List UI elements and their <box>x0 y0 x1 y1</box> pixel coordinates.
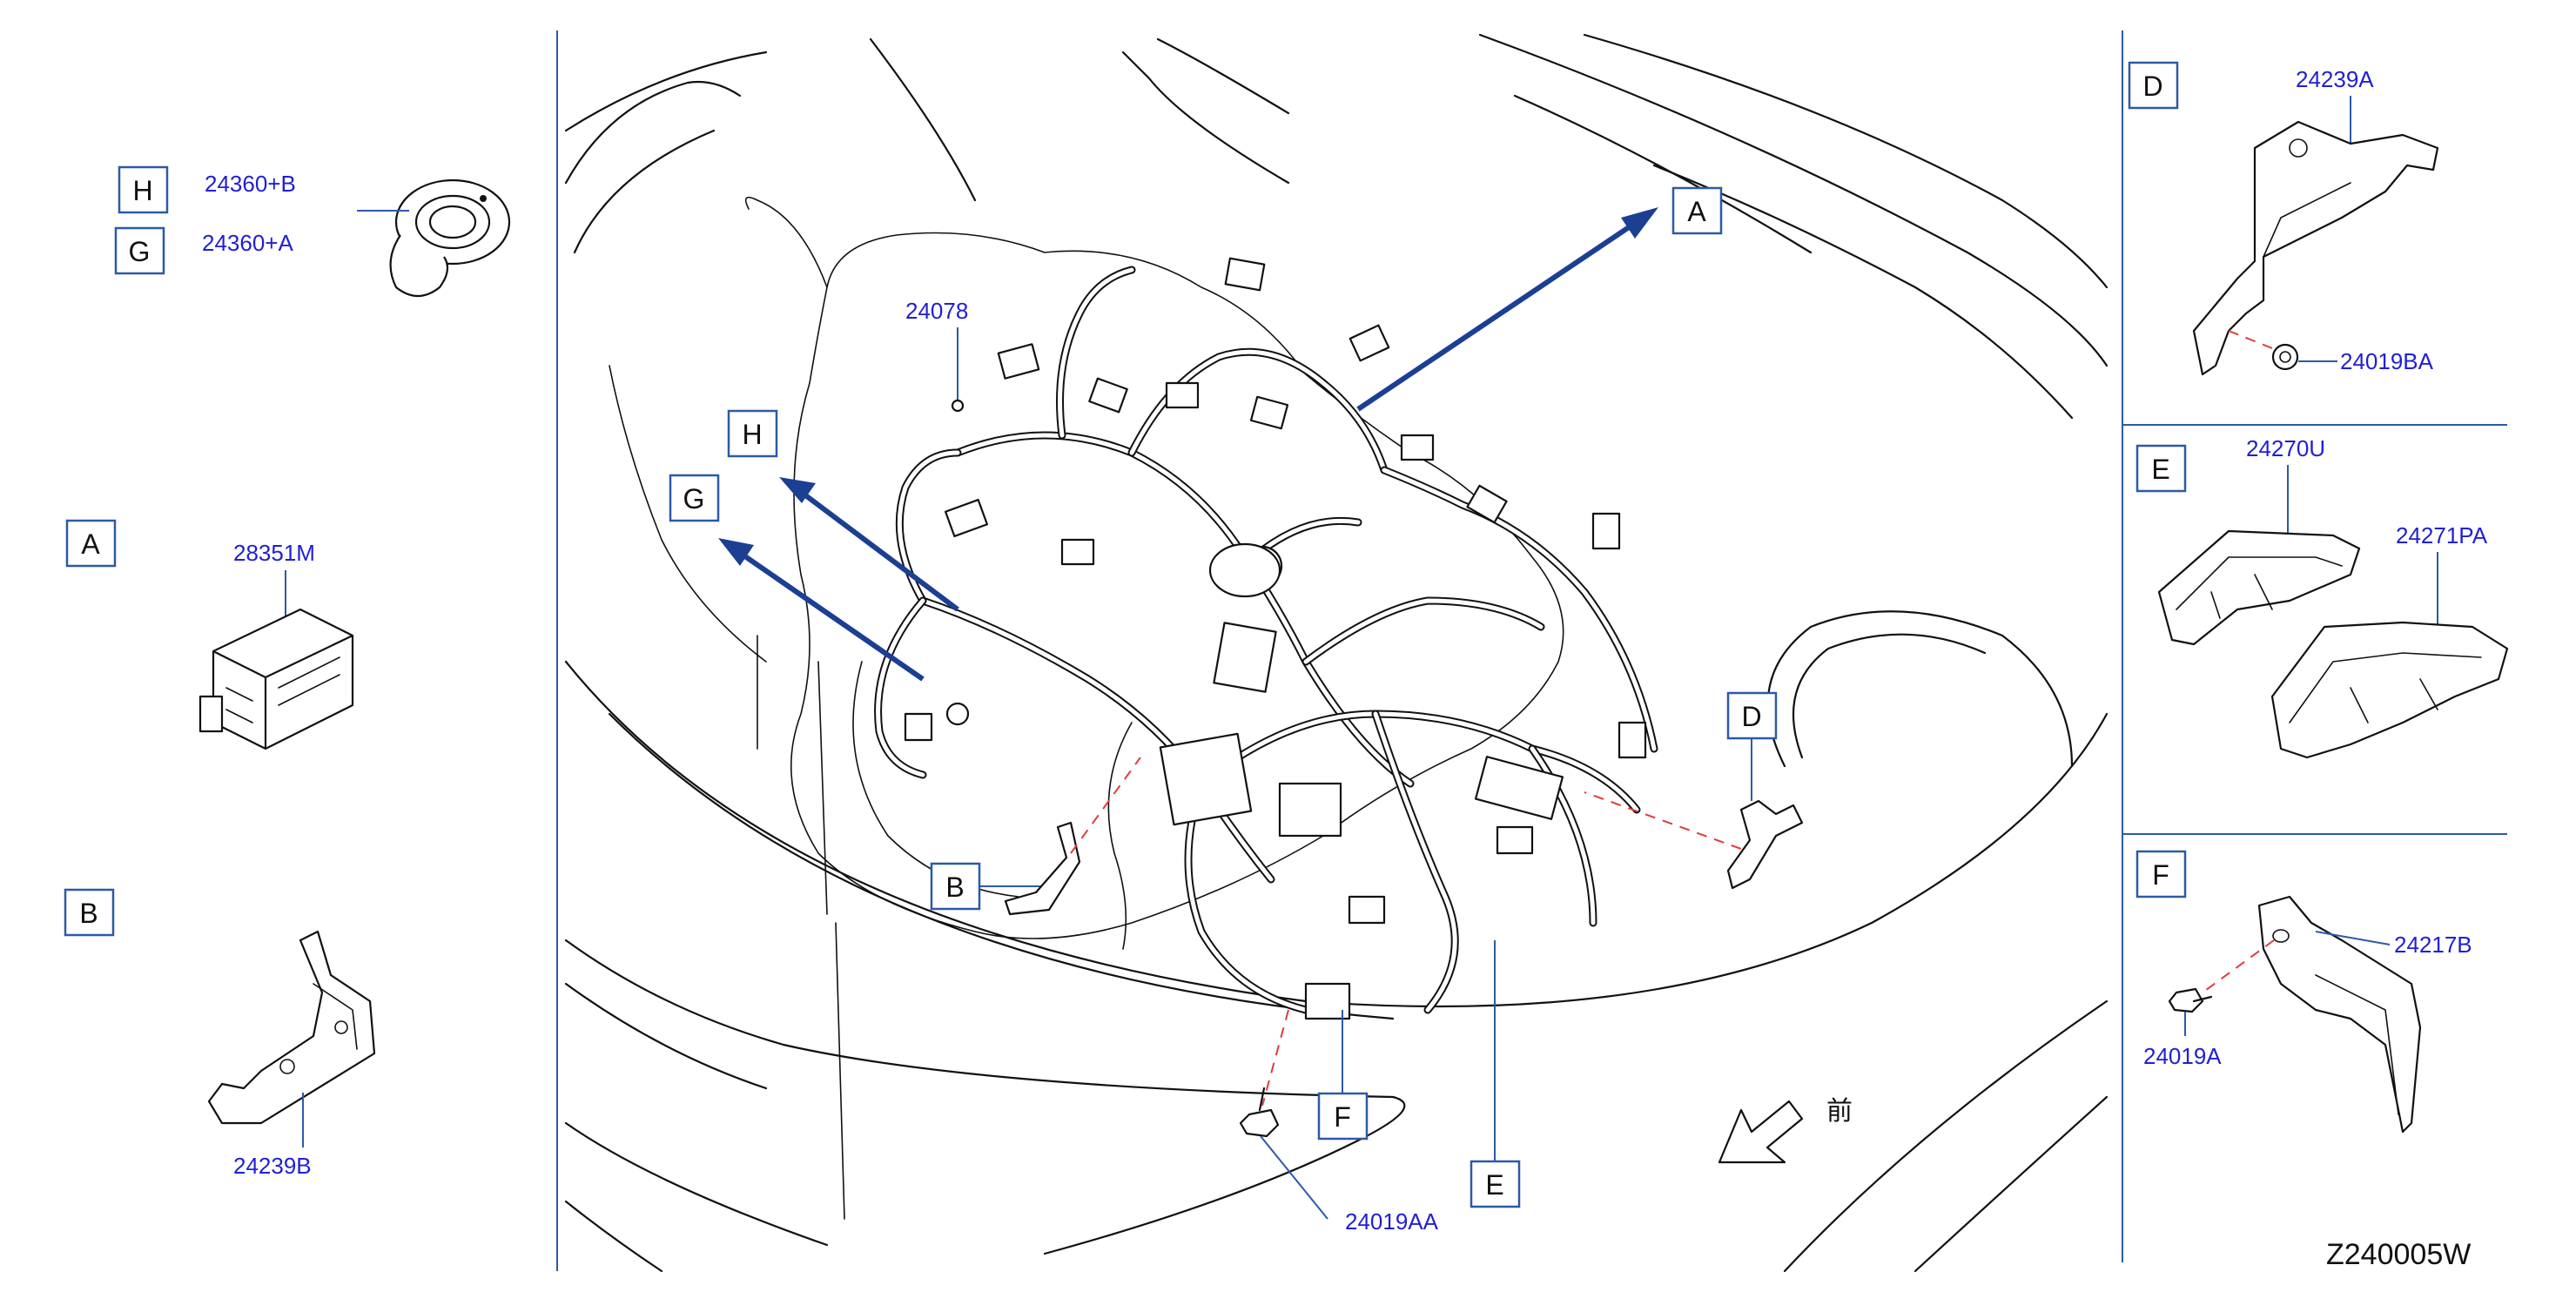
cover-24271pa-illustration <box>2270 621 2509 759</box>
harness-connectors <box>904 257 1647 1020</box>
callout-h-left: H <box>118 165 169 214</box>
part-number-nut-ba[interactable]: 24019BA <box>2340 348 2434 374</box>
part-number-bracket-a[interactable]: 24239A <box>2296 66 2374 92</box>
front-label: 前 <box>1826 1096 1853 1127</box>
callout-h-center-letter: H <box>742 419 762 450</box>
part-number-grommet-a[interactable]: 24360+A <box>202 230 293 256</box>
part-number-cover-u[interactable]: 24270U <box>2246 435 2325 461</box>
direction-arrows <box>718 207 1658 682</box>
bracket-24217b-illustration <box>2257 895 2422 1134</box>
callout-d-center: D <box>1726 691 1778 740</box>
callout-h-center: H <box>727 409 778 458</box>
relay-box-illustration <box>198 608 354 750</box>
callout-d-center-letter: D <box>1741 701 1761 732</box>
callout-e-center: E <box>1470 1160 1521 1208</box>
callout-a-center-letter: A <box>1687 196 1706 227</box>
callout-g-left: G <box>114 226 165 275</box>
callout-d-right-letter: D <box>2142 71 2162 102</box>
part-number-bolt-aa[interactable]: 24019AA <box>1345 1208 1439 1235</box>
callout-g-center-letter: G <box>683 483 705 515</box>
cover-24270u-illustration <box>2157 529 2361 646</box>
callout-g-center: G <box>669 474 720 522</box>
callout-b-left: B <box>64 888 115 937</box>
engine-bay-outline <box>564 33 2109 1273</box>
callout-e-right-letter: E <box>2151 454 2169 485</box>
callout-g-letter: G <box>129 236 151 267</box>
callout-a-left: A <box>65 519 117 568</box>
part-number-bolt-a[interactable]: 24019A <box>2143 1043 2222 1069</box>
front-direction-arrow-icon <box>1718 1100 1804 1164</box>
callout-b-center-letter: B <box>945 871 964 903</box>
part-number-bracket-217b[interactable]: 24217B <box>2394 932 2472 958</box>
panel-dividers <box>556 30 2507 1271</box>
part-number-bracket-b[interactable]: 24239B <box>233 1153 312 1179</box>
part-number-cover-pa[interactable]: 24271PA <box>2396 522 2488 548</box>
bolt-24019a-illustration <box>2168 987 2213 1036</box>
grommet-illustration <box>357 178 511 298</box>
callout-f-center: F <box>1317 1092 1369 1141</box>
bolt-24019aa-illustration <box>1239 1087 1280 1138</box>
callout-f-right-letter: F <box>2152 859 2169 891</box>
callout-h-letter: H <box>132 175 152 206</box>
bracket-d-illustration <box>2192 120 2439 376</box>
callout-b-letter: B <box>79 898 98 929</box>
engine-silhouette <box>790 232 1564 950</box>
diagram-code: Z240005W <box>2326 1238 2471 1271</box>
callout-e-center-letter: E <box>1485 1169 1503 1201</box>
callout-a-center: A <box>1671 186 1723 235</box>
callout-f-center-letter: F <box>1334 1101 1351 1133</box>
part-number-grommet-b[interactable]: 24360+B <box>205 171 296 197</box>
callout-f-right: F <box>2135 850 2187 898</box>
callout-d-right: D <box>2128 61 2179 110</box>
part-number-harness[interactable]: 24078 <box>905 298 968 324</box>
callout-e-right: E <box>2135 444 2187 493</box>
callout-b-center: B <box>930 862 981 911</box>
bracket-b-illustration <box>207 930 376 1147</box>
part-number-relay-box[interactable]: 28351M <box>233 540 315 566</box>
callout-a-letter: A <box>81 528 100 560</box>
